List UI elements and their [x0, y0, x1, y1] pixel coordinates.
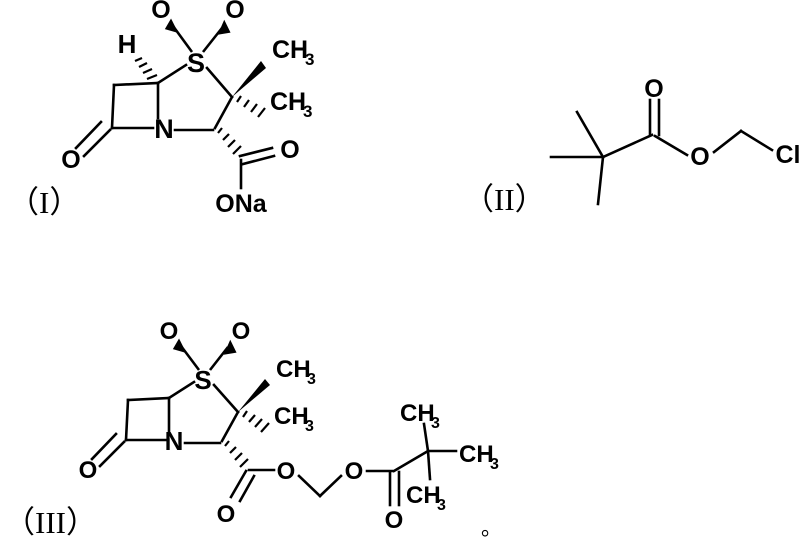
carboxylate-hash-wedge — [217, 127, 242, 155]
ester3-carbonyl-oxygen-label: O — [217, 501, 236, 528]
lactam-bond-c3-c2 — [110, 83, 116, 130]
tbu-methyl-down-bond — [596, 155, 605, 206]
methyl3-wedge-bond — [238, 379, 270, 412]
ring5-bond-c4-s — [156, 63, 188, 85]
methyl3-hash-wedge-bond — [242, 410, 270, 433]
methylene-to-chlorine-bond — [739, 129, 774, 152]
structure-2-group: O O Cl （II） — [463, 75, 800, 217]
methyl-hash-wedge-bond — [236, 95, 266, 118]
carboxyl-double-bond-a — [238, 146, 274, 158]
sulfur3-label: S — [194, 365, 211, 395]
ring5-bond-c-c — [213, 95, 234, 130]
structure-2-label: （II） — [463, 182, 546, 217]
sulfone-arrow-left-head — [164, 18, 179, 34]
structure-1-label: （I） — [8, 185, 80, 220]
hydrogen-hash-wedge — [134, 56, 158, 81]
pivalate3-carbonyl-oxygen-label: O — [385, 507, 404, 534]
sulfone3-arrow-left-head — [172, 338, 187, 354]
sulfone3-arrow-right-head — [223, 339, 237, 355]
ring5-3-bond-s-c — [212, 383, 240, 414]
lactam3-bond-c3-c2 — [124, 398, 130, 442]
ring5-3-bond-c4-s — [167, 380, 196, 400]
methyl-wedge-label: CH — [272, 36, 308, 64]
sulfone-oxygen-right-label: O — [225, 0, 244, 24]
oxygen1-to-methylene-bond — [297, 474, 322, 498]
structure-3-group: O S N O O CH 3 — [4, 318, 499, 540]
sulfone3-arrow-right-line — [208, 346, 230, 371]
tbu-to-carbonyl-bond — [601, 133, 654, 159]
nitrogen-label: N — [154, 114, 174, 144]
ester3-oxygen1-label: O — [277, 458, 296, 485]
methyl-wedge-bond — [232, 61, 266, 97]
carboxylate-sodium-label: ONa — [215, 190, 268, 218]
sulfone-oxygen-left-label: O — [151, 0, 170, 24]
methyl3-wedge-label: CH — [276, 356, 311, 383]
ester3-carbonyl-double-a — [229, 469, 248, 499]
lactam-carbonyl-bond-a — [82, 128, 112, 158]
pivalate3-methyl-bot-subscript: 3 — [437, 497, 446, 514]
pivalate-carbonyl-oxygen-label: O — [644, 75, 663, 103]
ring5-3-bond-c-c — [220, 410, 240, 443]
methyl-hash-subscript: 3 — [303, 102, 312, 121]
ester3-hash-wedge — [224, 440, 249, 468]
carbonyl-to-ester-oxygen-bond — [653, 134, 689, 157]
pivalate3-methyl-bot-label: CH — [406, 482, 441, 509]
methylene-to-oxygen2-bond — [318, 474, 343, 498]
lactam-carbonyl-bond-b — [74, 120, 103, 150]
sulfone3-oxygen-right-label: O — [232, 318, 251, 345]
lactam3-carbonyl-bond-a — [98, 440, 126, 468]
chlorine-label: Cl — [776, 141, 800, 169]
carboxyl-oxygen-label: O — [280, 136, 299, 164]
ester-oxygen-to-methylene-bond — [712, 129, 743, 154]
pivalate3-methyl-top-bond — [422, 422, 430, 453]
pivalate3-methyl-top-label: CH — [400, 400, 435, 427]
methyl3-wedge-subscript: 3 — [307, 371, 316, 388]
hydrogen-label: H — [118, 29, 137, 59]
structure-1-group: O S N O O H — [8, 0, 314, 220]
ring5-bond-s-c — [205, 66, 234, 99]
trailing-punctuation: 。 — [481, 516, 502, 540]
pivalate3-carbonyl-to-quaternary-bond — [392, 449, 430, 473]
lactam3-carbonyl-bond-b — [90, 432, 118, 461]
nitrogen3-label: N — [165, 426, 184, 456]
pivalate3-methyl-mid-subscript: 3 — [490, 456, 499, 473]
sulfone3-oxygen-left-label: O — [160, 318, 179, 345]
lactam-oxygen-label: O — [61, 146, 80, 174]
ester-oxygen-label: O — [690, 143, 709, 171]
pivalate3-methyl-bot-bond — [426, 449, 432, 481]
carboxyl-double-bond-b — [241, 154, 276, 166]
ester3-carbonyl-double-b — [238, 474, 256, 503]
structure-3-label: （III） — [4, 505, 97, 540]
lactam3-bond-c3-c4 — [126, 396, 171, 402]
pivalate3-methyl-mid-label: CH — [459, 441, 494, 468]
methyl-hash-label: CH — [270, 88, 306, 116]
ester3-oxygen2-label: O — [345, 458, 364, 485]
lactam3-oxygen-label: O — [79, 457, 98, 484]
lactam-bond-c3-c4 — [112, 81, 160, 87]
pivalate3-methyl-top-subscript: 3 — [431, 415, 440, 432]
methyl-wedge-subscript: 3 — [305, 50, 314, 69]
sulfone-arrow-right-line — [201, 27, 224, 53]
sulfone-arrow-right-head — [217, 19, 231, 35]
sulfur-label: S — [187, 48, 205, 78]
methyl3-hash-subscript: 3 — [305, 418, 314, 435]
methyl3-hash-label: CH — [274, 403, 309, 430]
tbu-methyl-upleft-bond — [575, 110, 605, 159]
